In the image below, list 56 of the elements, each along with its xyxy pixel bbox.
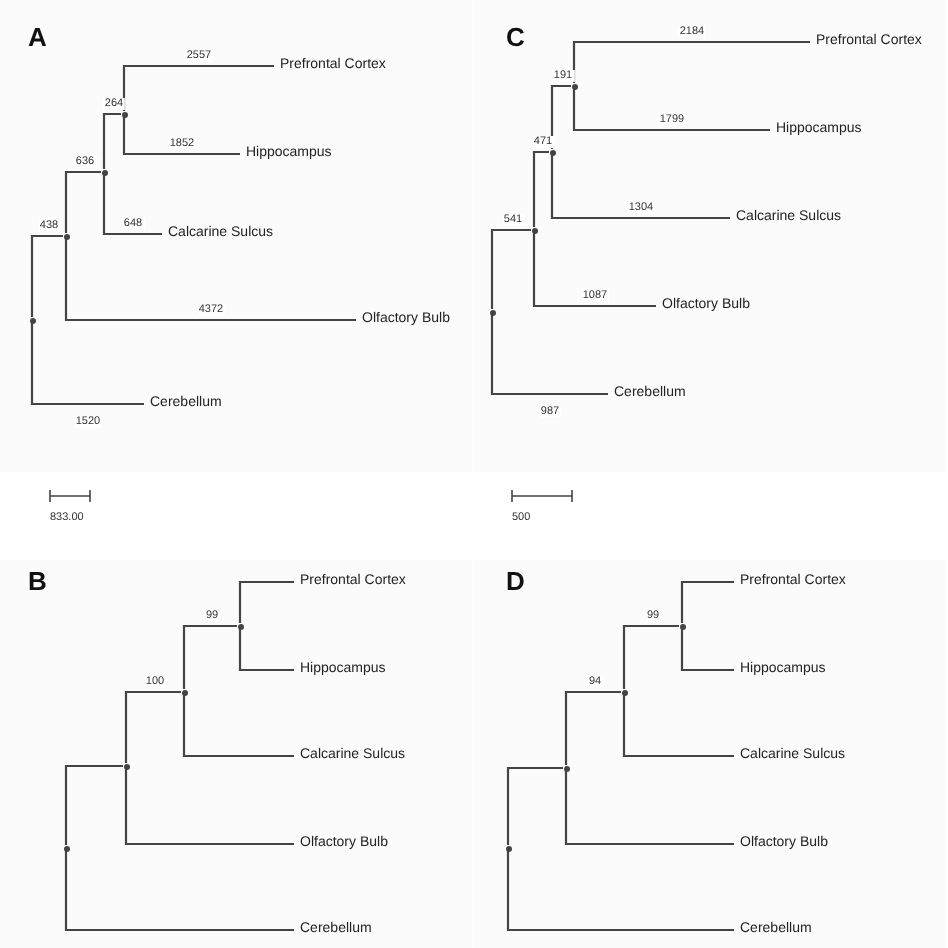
branch-point (621, 689, 627, 695)
panel-letter: B (28, 568, 47, 594)
tree-branch (550, 155, 730, 220)
tree-panel (474, 0, 946, 472)
tree-branch (622, 624, 679, 689)
tree-branch (564, 690, 621, 765)
tree-branch (122, 117, 240, 156)
tree-branch (622, 695, 734, 758)
tree-branch (564, 771, 734, 846)
tree-branch (680, 580, 734, 623)
tree-panel (0, 0, 472, 472)
tree-branch (572, 89, 770, 132)
branch-point (489, 309, 495, 315)
branch-point (237, 623, 243, 629)
tree-branch (532, 150, 549, 227)
branch-point (563, 765, 569, 771)
tree-branch (490, 315, 608, 396)
tree-branch (64, 170, 101, 233)
branch-point (505, 845, 511, 851)
branch-point (121, 111, 127, 117)
tree-branch (532, 233, 656, 308)
tree-branch (102, 112, 121, 169)
tree-branch (64, 239, 356, 322)
tree-branch (182, 695, 294, 758)
tree-branch (506, 766, 563, 845)
tree-panel (0, 560, 472, 948)
tree-branch (238, 629, 294, 672)
tree-branch (30, 234, 63, 317)
branch-point (549, 149, 555, 155)
tree-branch (506, 851, 734, 932)
panel-letter: D (506, 568, 525, 594)
tree-branch (124, 690, 181, 763)
panel-letter: A (28, 24, 47, 50)
branch-point (181, 689, 187, 695)
tree-branch (102, 175, 162, 236)
tree-branch (680, 629, 734, 672)
tree-branch (490, 228, 531, 309)
branch-point (101, 169, 107, 175)
branch-point (29, 317, 35, 323)
branch-point (63, 845, 69, 851)
tree-branch (550, 84, 571, 149)
tree-branch (124, 769, 294, 846)
tree-branch (64, 851, 294, 932)
branch-point (531, 227, 537, 233)
panel-letter: C (506, 24, 525, 50)
tree-branch (238, 580, 294, 623)
branch-point (679, 623, 685, 629)
tree-branch (64, 764, 123, 845)
tree-panel (474, 560, 946, 948)
tree-branch (182, 624, 237, 689)
branch-point (571, 83, 577, 89)
tree-branch (30, 323, 144, 406)
branch-point (63, 233, 69, 239)
tree-branch (122, 64, 274, 111)
branch-point (123, 763, 129, 769)
tree-branch (572, 40, 810, 83)
